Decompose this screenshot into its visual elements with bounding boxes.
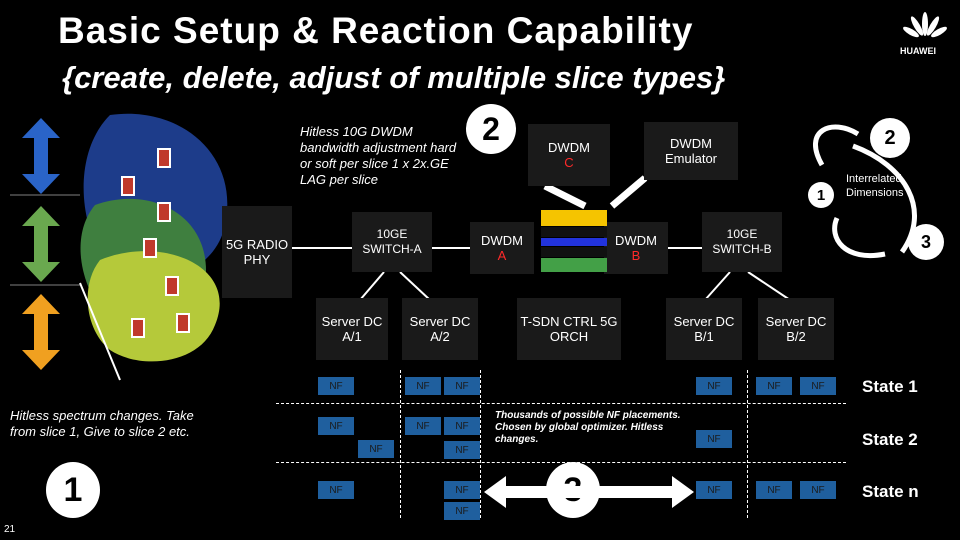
page-subtitle: {create, delete, adjust of multiple slic…: [62, 60, 726, 95]
state-2-label: State 2: [862, 430, 918, 449]
nf-box: NF: [318, 481, 354, 499]
marker-2: 2: [466, 104, 516, 154]
slice-3-arrow-icon: [22, 294, 60, 370]
server-dc-a1-box: Server DC A/1: [316, 298, 388, 360]
slice-2-arrow-icon: [22, 206, 60, 282]
state-separator: [276, 403, 846, 404]
nf-box: NF: [800, 377, 836, 395]
nf-box: NF: [800, 481, 836, 499]
dwdm-c-letter: C: [564, 155, 574, 170]
radio-phy-box: 5G RADIO PHY: [222, 206, 292, 298]
nf-box: NF: [756, 377, 792, 395]
marker-1: 1: [46, 462, 100, 518]
interrelated-dimensions-label: Interrelated Dimensions: [846, 173, 904, 199]
column-separator: [400, 370, 401, 518]
dwdm-c-box: DWDM C: [528, 124, 610, 186]
switch-b-box: 10GE SWITCH-B: [702, 212, 782, 272]
nf-box: NF: [696, 481, 732, 499]
radio-coverage-diagram: [10, 113, 228, 362]
phone-icon: [157, 202, 171, 222]
phone-icon: [121, 176, 135, 196]
dwdm-c-label: DWDM: [548, 140, 590, 155]
hitless-dwdm-note: Hitless 10G DWDM bandwidth adjustment ha…: [300, 124, 457, 187]
column-separator: [747, 370, 748, 518]
phone-icon: [157, 148, 171, 168]
nf-placement-note: Thousands of possible NF placements. Cho…: [495, 410, 681, 445]
state-1-label: State 1: [862, 377, 918, 396]
column-separator: [480, 370, 481, 518]
slice-arrows: [22, 118, 60, 370]
state-n-label: State n: [862, 482, 919, 501]
nf-box: NF: [405, 377, 441, 395]
tsdn-controller-box: T-SDN CTRL 5G ORCH: [517, 298, 621, 360]
nf-box: NF: [358, 440, 394, 458]
hitless-spectrum-note: Hitless spectrum changes. Take from slic…: [10, 408, 194, 439]
nf-box: NF: [444, 417, 480, 435]
nf-box: NF: [756, 481, 792, 499]
lambda-gap: [541, 247, 607, 257]
lambda-yellow-bar: [541, 210, 607, 226]
dwdm-a-box: DWDM A: [470, 222, 534, 274]
phone-icon: [165, 276, 179, 296]
dwdm-b-box: DWDM B: [604, 222, 668, 274]
phone-icon: [131, 318, 145, 338]
lambda-gap: [541, 227, 607, 237]
phone-icon: [143, 238, 157, 258]
state-separator: [276, 462, 846, 463]
server-dc-b2-box: Server DC B/2: [758, 298, 834, 360]
huawei-logo-icon: [903, 12, 947, 38]
nf-box: NF: [405, 417, 441, 435]
brand-name: HUAWEI: [900, 46, 936, 56]
nf-box: NF: [444, 441, 480, 459]
nf-box: NF: [444, 502, 480, 520]
dwdm-b-letter: B: [631, 248, 641, 263]
double-arrow-icon: [484, 476, 694, 508]
dwdm-emulator-box: DWDM Emulator: [644, 122, 738, 180]
dimension-marker-1: 1: [808, 182, 834, 208]
server-dc-a2-box: Server DC A/2: [402, 298, 478, 360]
page-title: Basic Setup & Reaction Capability: [58, 10, 694, 51]
dwdm-a-letter: A: [497, 248, 507, 263]
nf-box: NF: [696, 430, 732, 448]
dimension-marker-2: 2: [870, 118, 910, 158]
server-dc-b1-box: Server DC B/1: [666, 298, 742, 360]
phone-icon: [176, 313, 190, 333]
slide-number: 21: [4, 524, 16, 535]
nf-box: NF: [318, 377, 354, 395]
lambda-green-bar: [541, 258, 607, 272]
nf-box: NF: [318, 417, 354, 435]
switch-a-box: 10GE SWITCH-A: [352, 212, 432, 272]
lambda-blue-bar: [541, 238, 607, 246]
dwdm-b-label: DWDM: [615, 233, 657, 248]
slice-1-arrow-icon: [22, 118, 60, 194]
nf-box: NF: [444, 481, 480, 499]
dwdm-a-label: DWDM: [481, 233, 523, 248]
nf-box: NF: [444, 377, 480, 395]
nf-box: NF: [696, 377, 732, 395]
dimension-marker-3: 3: [908, 224, 944, 260]
